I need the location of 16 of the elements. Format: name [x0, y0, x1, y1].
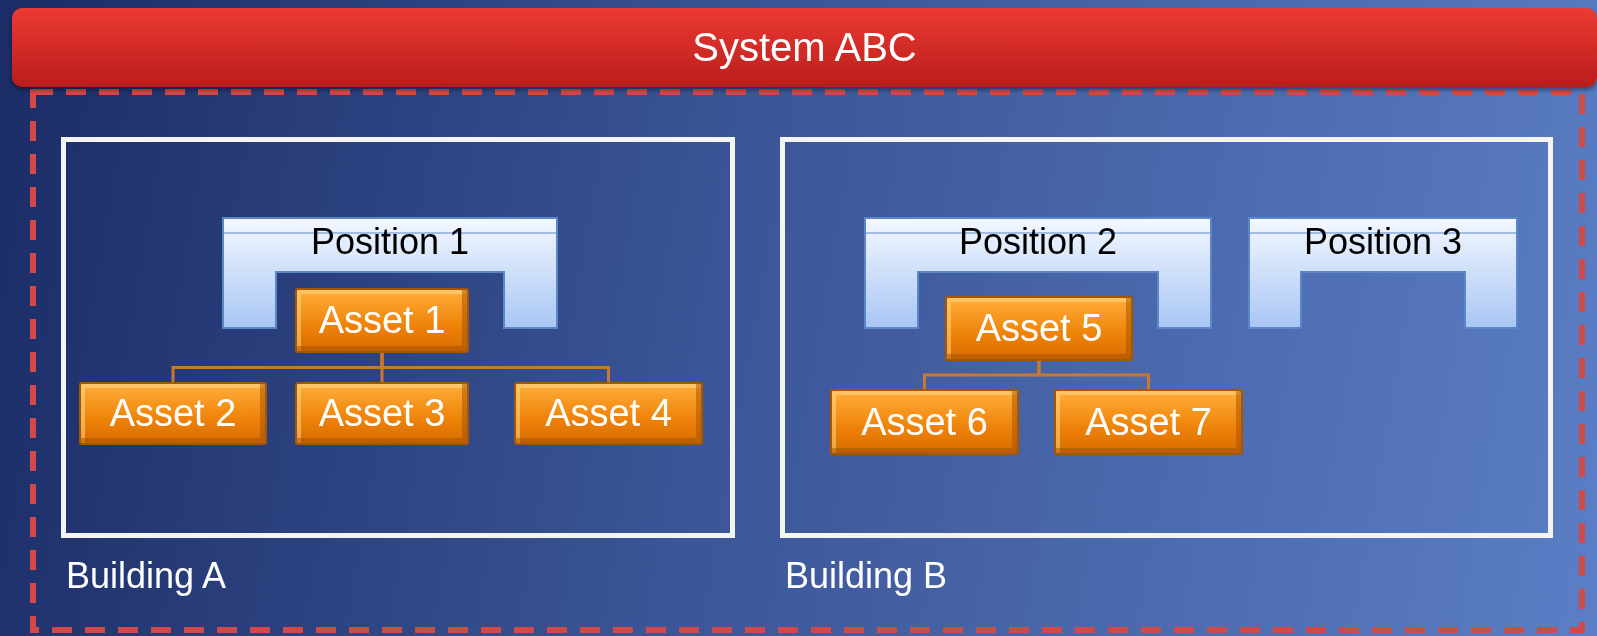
connector-line	[1037, 361, 1150, 389]
position-label: Position 3	[1302, 221, 1464, 263]
asset-box: Asset 1	[295, 288, 469, 353]
asset-box: Asset 4	[514, 382, 703, 445]
position-bracket	[1248, 217, 1518, 329]
asset-box: Asset 7	[1054, 389, 1243, 455]
title-bar: System ABC	[12, 8, 1597, 87]
asset-box: Asset 5	[945, 296, 1133, 361]
asset-box: Asset 2	[79, 382, 267, 445]
building-label: Building A	[66, 555, 227, 597]
asset-box: Asset 6	[830, 389, 1019, 455]
connector-line	[380, 353, 610, 382]
position-label: Position 1	[309, 221, 471, 263]
asset-box: Asset 3	[295, 382, 469, 445]
building-label: Building B	[785, 555, 948, 597]
position-label: Position 2	[957, 221, 1119, 263]
